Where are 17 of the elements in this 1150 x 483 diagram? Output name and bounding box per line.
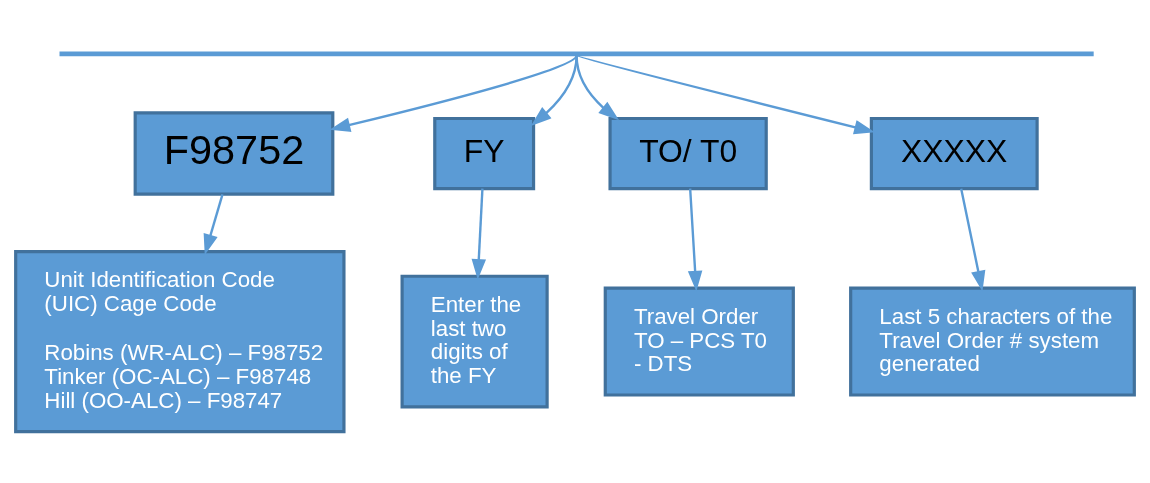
arrow	[687, 188, 703, 291]
arrow	[960, 187, 986, 291]
node-box: Enter the last two digits of the FY	[400, 274, 549, 409]
node-box: F98752	[133, 110, 335, 196]
node-box: Unit Identification Code (UIC) Cage Code Robins (WR-ALC) – F98752 Tinker (OC-ALC) – F98748 Hill (OO-ALC) – F98747	[14, 249, 346, 433]
arrow	[203, 193, 224, 255]
node-box: FY	[433, 116, 536, 190]
node-box: TO/ T0	[608, 116, 768, 190]
arrow	[530, 55, 578, 126]
arrow	[576, 53, 875, 134]
arrow	[471, 188, 487, 280]
node-box: Travel Order TO – PCS T0 - DTS	[603, 286, 795, 397]
arrow	[329, 54, 578, 132]
arrow	[575, 55, 620, 120]
node-box: XXXXX	[869, 116, 1039, 190]
node-bar	[59, 51, 1094, 56]
node-box: Last 5 characters of the Travel Order # system generated	[849, 286, 1136, 397]
